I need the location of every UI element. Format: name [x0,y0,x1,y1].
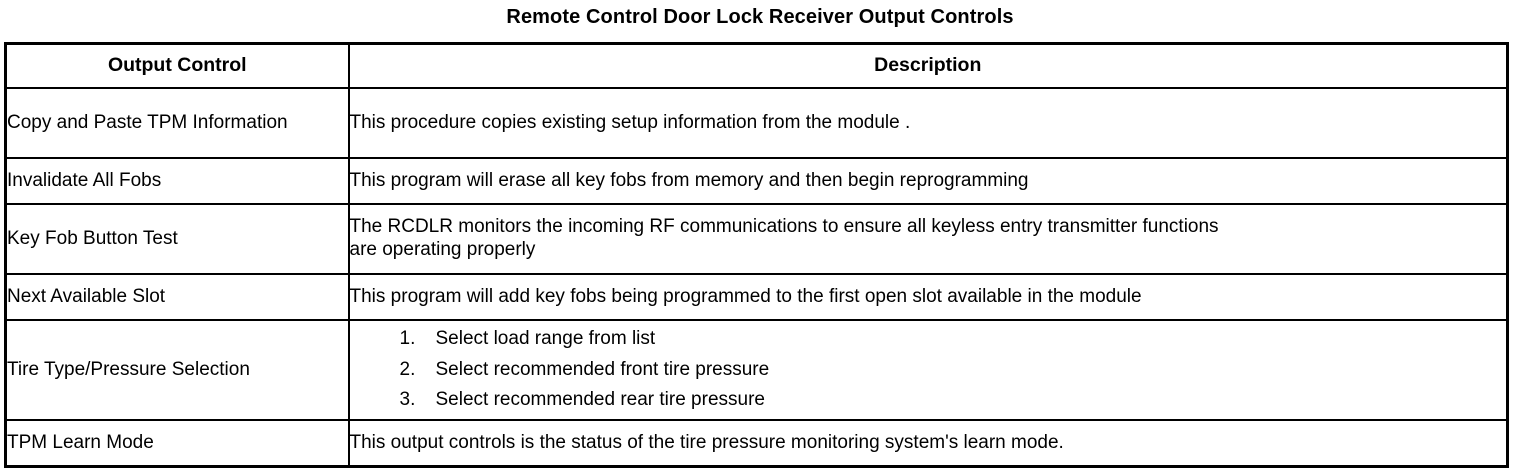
table-header: Output Control Description [4,42,1509,89]
name-line-1: Tire Type/Pressure Selection [7,358,250,380]
table-container: Output Control Description Copy and Past… [0,42,1520,468]
description-line-2: are operating properly [349,239,536,260]
name-line-1: Key Fob Button Test [7,227,178,249]
output-control-description: This procedure copies existing setup inf… [347,87,1509,159]
description-text: This output controls is the status of th… [349,431,1064,453]
output-control-description: This program will add key fobs being pro… [347,273,1509,321]
output-control-description: Select load range from list Select recom… [347,319,1509,421]
table-row: Key Fob Button Test The RCDLR monitors t… [4,203,1509,275]
table-row: TPM Learn Mode This output controls is t… [4,419,1509,468]
output-control-description: The RCDLR monitors the incoming RF commu… [347,203,1509,275]
page-title: Remote Control Door Lock Receiver Output… [506,6,1014,28]
output-control-name: Next Available Slot [4,273,350,321]
table-header-row: Output Control Description [4,42,1509,89]
table-row: Tire Type/Pressure Selection Select load… [4,319,1509,421]
output-control-name: Invalidate All Fobs [4,157,350,205]
description-text: This procedure copies existing setup inf… [349,111,911,133]
output-control-name: Key Fob Button Test [4,203,350,275]
name-line-1: Next Available Slot [7,285,166,307]
table-body: Copy and Paste TPM Information This proc… [4,87,1509,468]
table-row: Copy and Paste TPM Information This proc… [4,87,1509,159]
output-controls-table: Output Control Description Copy and Past… [4,42,1509,468]
output-control-name: Tire Type/Pressure Selection [4,319,350,421]
name-line-1: Invalidate All Fobs [7,169,162,191]
column-header-output-control: Output Control [4,42,350,89]
procedure-step: Select recommended front tire pressure [400,355,770,386]
procedure-step: Select load range from list [400,324,656,355]
output-control-name: Copy and Paste TPM Information [4,87,350,159]
output-control-description: This output controls is the status of th… [347,419,1509,468]
table-row: Next Available Slot This program will ad… [4,273,1509,321]
procedure-step: Select recommended rear tire pressure [400,385,765,416]
description-line-1: The RCDLR monitors the incoming RF commu… [349,216,1219,238]
name-line-1: TPM Learn Mode [7,431,154,453]
procedure-step-list: Select load range from list Select recom… [350,324,1507,416]
output-control-description: This program will erase all key fobs fro… [347,157,1509,205]
name-line-2: Information [192,111,288,133]
column-header-description: Description [347,42,1509,89]
output-control-name: TPM Learn Mode [4,419,350,468]
description-text: This program will add key fobs being pro… [349,285,1142,307]
description-text: This program will erase all key fobs fro… [349,169,1029,191]
table-row: Invalidate All Fobs This program will er… [4,157,1509,205]
name-line-1: Copy and Paste TPM [7,111,188,133]
